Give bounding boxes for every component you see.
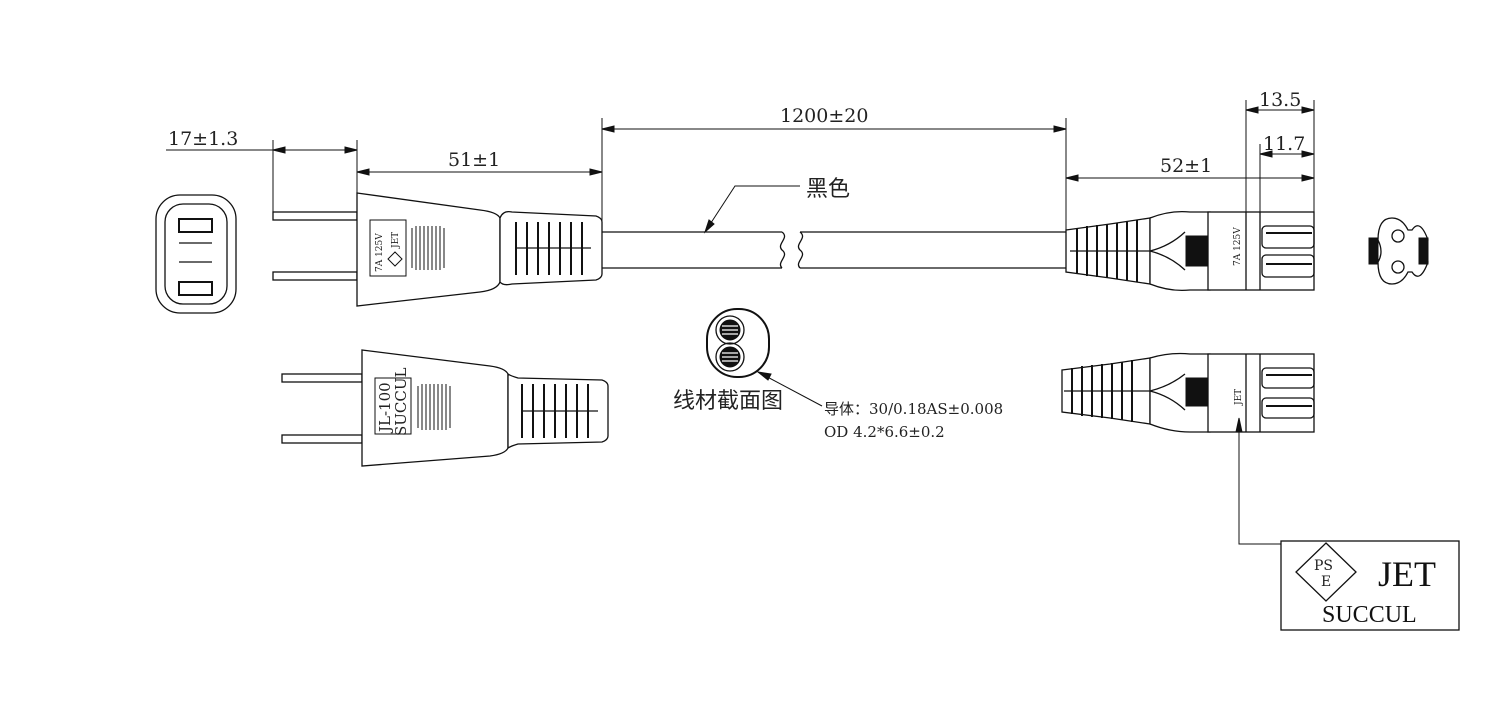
cross-section-leader bbox=[756, 371, 823, 407]
outer-diameter-spec: OD 4.2*6.6±0.2 bbox=[824, 423, 945, 441]
cable bbox=[602, 231, 1066, 269]
plug-top-brand: JET bbox=[391, 232, 401, 249]
connector-face-view bbox=[1368, 217, 1429, 285]
pse-diamond-icon bbox=[387, 251, 403, 267]
cable-color-leader bbox=[703, 185, 800, 234]
cert-maker: SUCCUL bbox=[1322, 602, 1417, 628]
body-rib-lines bbox=[411, 226, 445, 270]
strain-relief-grooves bbox=[515, 222, 591, 275]
dimension-pin-length bbox=[166, 140, 358, 215]
plug-top-rating: 7A 125V bbox=[375, 233, 385, 272]
dim-pin-length: 17±1.3 bbox=[168, 128, 238, 150]
plug-face-view bbox=[155, 194, 237, 314]
dimension-connector-length bbox=[1065, 100, 1315, 212]
dim-cable-length: 1200±20 bbox=[780, 105, 868, 127]
certification-box bbox=[1280, 540, 1460, 631]
plug-side-view-top bbox=[272, 192, 603, 307]
pse-diamond-large-icon bbox=[1295, 542, 1357, 602]
cable-color-label: 黑色 bbox=[806, 177, 850, 202]
cert-pse-top: PS bbox=[1314, 558, 1333, 574]
cert-jet: JET bbox=[1378, 554, 1436, 594]
dimension-plug-length bbox=[356, 118, 603, 232]
body-rib-lines-bottom bbox=[417, 384, 451, 430]
cross-section-label: 线材截面图 bbox=[673, 389, 783, 414]
plug-bottom-model: JL-100 bbox=[376, 382, 394, 434]
dimension-connector-depth bbox=[1245, 100, 1315, 212]
dimension-cable-length bbox=[601, 118, 1067, 232]
dim-plug-length: 51±1 bbox=[448, 149, 500, 171]
connector-rating: 7A 125V bbox=[1233, 227, 1243, 266]
dim-connector-length: 52±1 bbox=[1160, 155, 1212, 177]
cable-cross-section bbox=[706, 308, 770, 378]
dim-connector-depth-inner: 11.7 bbox=[1263, 133, 1305, 155]
certification-leader bbox=[1235, 417, 1281, 545]
plug-bottom-maker: SUCCUL bbox=[392, 367, 410, 436]
connector-side-view-top bbox=[1065, 210, 1315, 292]
connector-grooves bbox=[1070, 220, 1150, 282]
connector-side-view-bottom bbox=[1061, 352, 1315, 433]
conductor-spec: 导体：30/0.18AS±0.008 bbox=[824, 400, 1003, 418]
connector-bottom-brand: JET bbox=[1234, 389, 1244, 406]
dim-connector-depth-outer: 13.5 bbox=[1259, 89, 1301, 111]
cert-pse-bottom: E bbox=[1321, 574, 1331, 590]
plug-side-view-bottom bbox=[281, 349, 609, 467]
